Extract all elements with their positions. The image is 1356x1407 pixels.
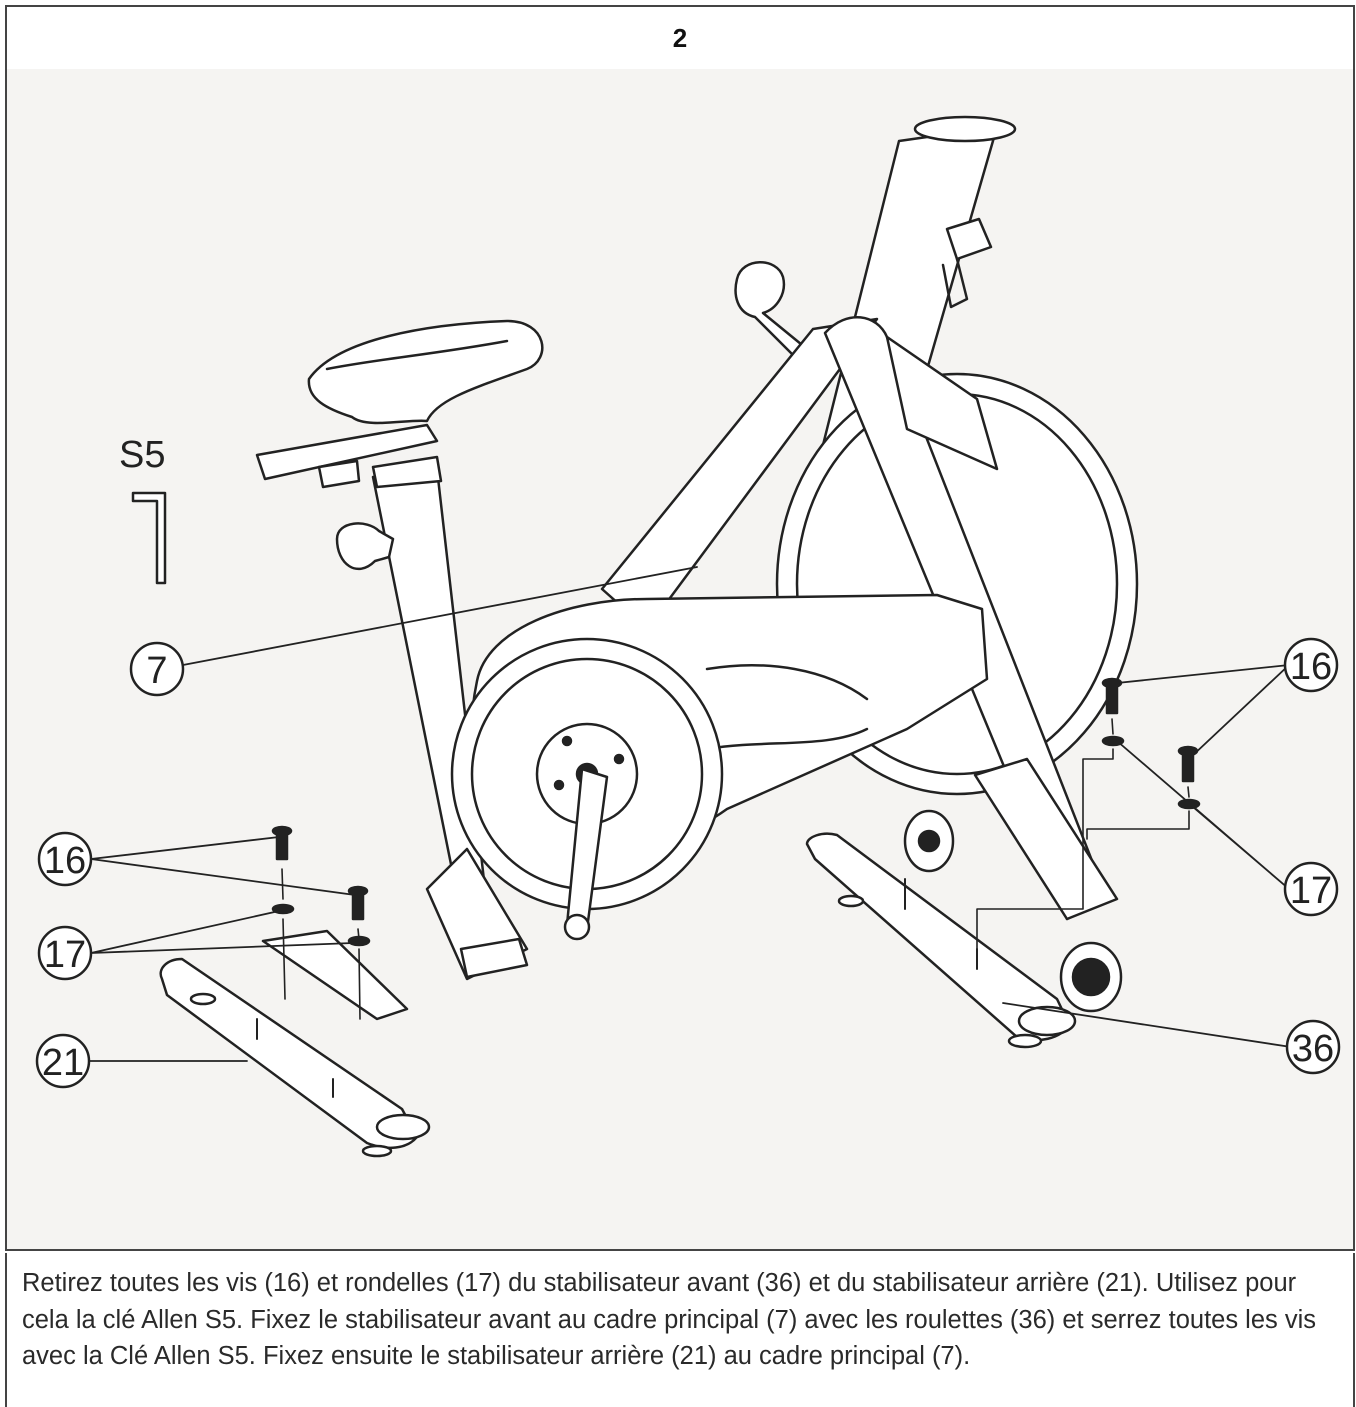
svg-text:16: 16 <box>1290 646 1332 688</box>
callout-rear-stabilizer: 21 <box>35 1033 91 1089</box>
svg-text:36: 36 <box>1292 1028 1334 1070</box>
callout-screws-right: 16 <box>1283 637 1339 693</box>
svg-text:16: 16 <box>44 840 86 882</box>
instructions-text: Retirez toutes les vis (16) et rondelles… <box>22 1269 1317 1370</box>
callout-leaders <box>88 566 1292 1062</box>
callout-screws-left: 16 <box>37 831 93 887</box>
callout-main-frame: 7 <box>129 641 185 697</box>
svg-text:17: 17 <box>1290 870 1332 912</box>
svg-text:21: 21 <box>42 1042 84 1084</box>
bike-main-frame <box>255 115 1139 981</box>
screws-washers-left <box>256 825 371 1098</box>
callout-front-stabilizer: 36 <box>1285 1019 1341 1075</box>
allen-key-label: S5 <box>119 434 165 476</box>
callout-washers-left: 17 <box>37 925 93 981</box>
step-number: 2 <box>5 5 1355 71</box>
assembly-step-sheet: 2 S5 <box>5 5 1355 1407</box>
allen-key-icon: S5 <box>119 434 167 585</box>
svg-text:7: 7 <box>146 650 167 692</box>
callout-washers-right: 17 <box>1283 861 1339 917</box>
instructions-panel: Retirez toutes les vis (16) et rondelles… <box>5 1253 1355 1407</box>
callouts: 7 16 17 21 16 <box>35 637 1341 1089</box>
front-stabilizer <box>805 809 1123 1049</box>
svg-text:17: 17 <box>44 934 86 976</box>
assembly-diagram: S5 <box>5 69 1355 1251</box>
rear-stabilizer <box>159 929 431 1158</box>
